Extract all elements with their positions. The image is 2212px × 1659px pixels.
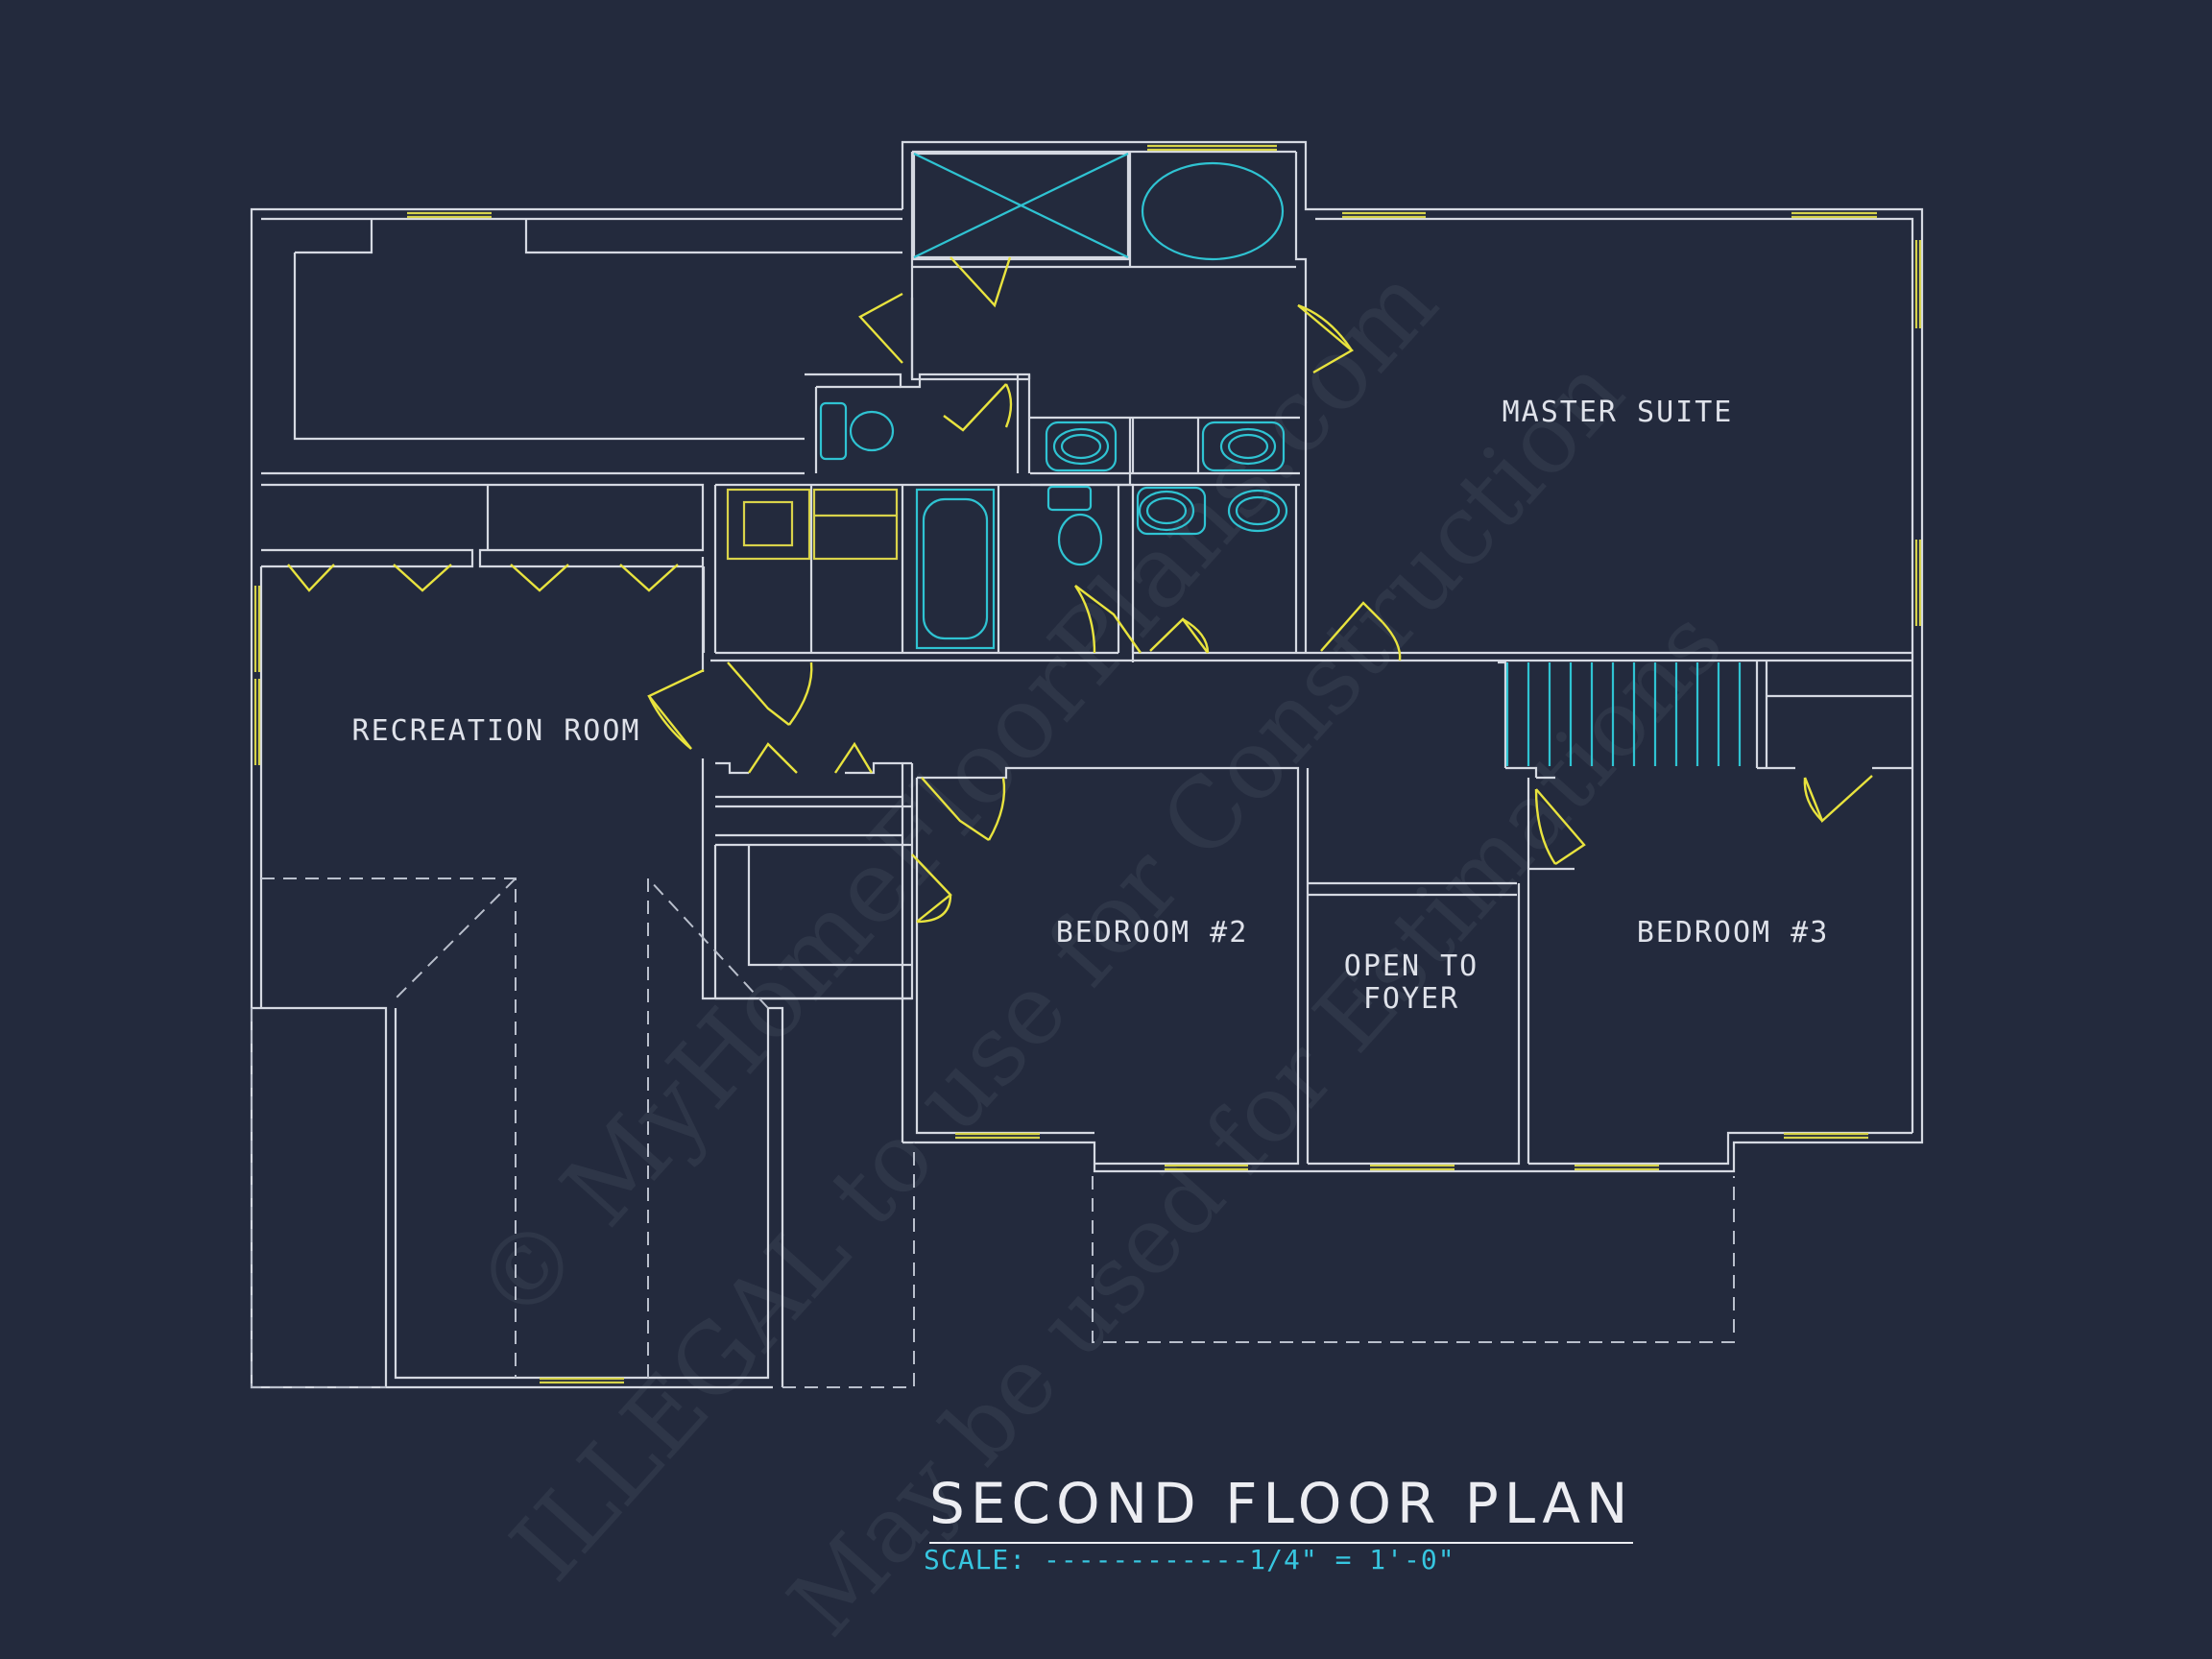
- plan-scale: SCALE: ------------1/4" = 1'-0": [924, 1544, 1455, 1575]
- dashed-outlines: [251, 876, 1735, 1388]
- room-label-open-to-foyer-1: OPEN TO: [1343, 950, 1479, 983]
- room-label-master-suite: MASTER SUITE: [1502, 396, 1734, 429]
- plumbing-fixtures: [726, 153, 1288, 650]
- windows: [253, 144, 1922, 1384]
- room-label-open-to-foyer-2: FOYER: [1362, 982, 1460, 1016]
- stair-treads: [1505, 662, 1742, 766]
- room-label-recreation-room: RECREATION ROOM: [351, 714, 641, 748]
- interior-walls: [252, 152, 1912, 1387]
- exterior-walls: [250, 140, 1924, 1389]
- plan-title: SECOND FLOOR PLAN: [929, 1471, 1634, 1544]
- room-label-bedroom-2: BEDROOM #2: [1055, 916, 1249, 950]
- room-label-bedroom-3: BEDROOM #3: [1636, 916, 1830, 950]
- doors: [287, 256, 1873, 924]
